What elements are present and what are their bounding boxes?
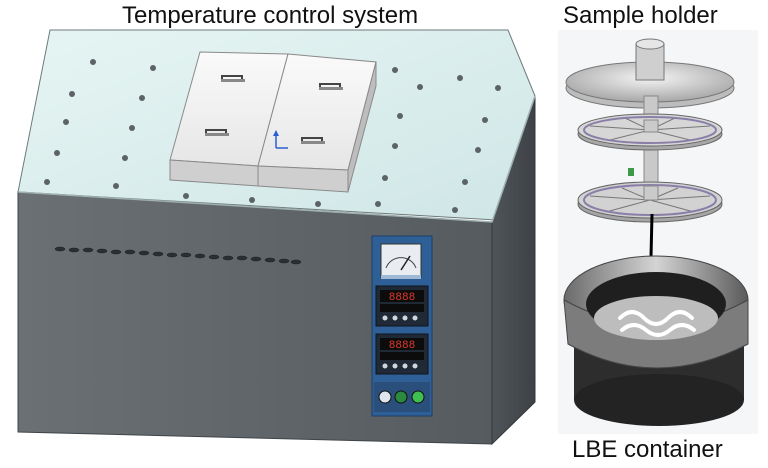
key-switch-icon [378, 390, 392, 404]
axis-marker-icon [273, 130, 288, 149]
label-temperature-control-system: Temperature control system [122, 2, 419, 29]
temperature-controller-2: 8888 [375, 333, 429, 375]
power-button-icon [394, 390, 408, 404]
label-sample-holder: Sample holder [563, 2, 718, 29]
lid-assembly [169, 51, 377, 193]
control-panel: 8888 8888 [371, 235, 433, 417]
lbe-container-model [563, 255, 749, 426]
vent-slots [54, 246, 302, 265]
sample-holder-model [565, 38, 735, 223]
lbe-liquid-waves [618, 310, 696, 337]
panel-switches [374, 382, 430, 412]
display-2-readout: 8888 [389, 340, 415, 352]
display-1-readout: 8888 [389, 292, 415, 304]
label-lbe-container: LBE container [572, 436, 723, 463]
temperature-controller-1: 8888 [375, 285, 429, 327]
analog-gauge-icon [380, 243, 422, 279]
right-inset [558, 30, 758, 434]
screws [44, 59, 501, 213]
start-button-icon [411, 390, 425, 404]
temperature-control-unit: 8888 8888 [17, 29, 536, 446]
